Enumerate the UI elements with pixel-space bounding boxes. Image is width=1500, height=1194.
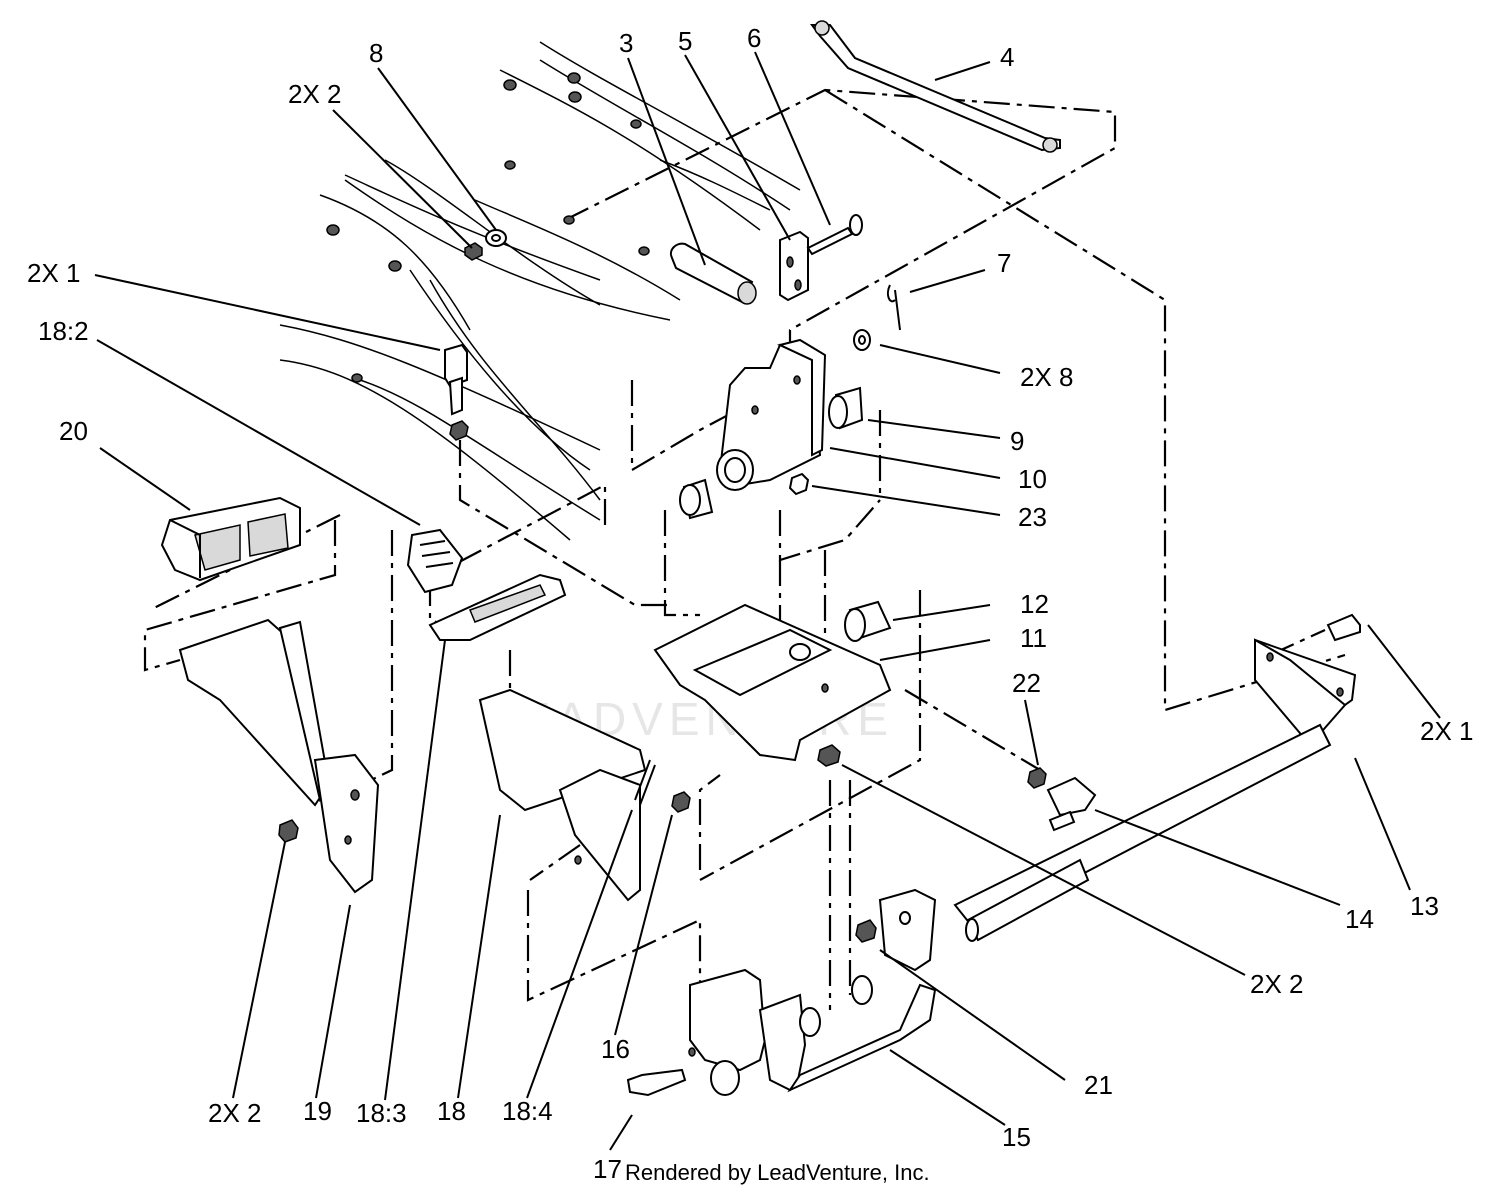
washer-part-8	[464, 229, 507, 261]
bolt-2x1-top	[444, 343, 469, 441]
bushing-part-9	[828, 386, 864, 430]
lower-bracket-part-15	[688, 888, 937, 1096]
pivot-plate-part-11	[653, 603, 892, 762]
bushing-part-12	[844, 600, 892, 642]
label-18-2: 18:2	[38, 316, 89, 346]
bracket-part-5	[779, 230, 809, 302]
nut-part-23	[788, 472, 810, 496]
label-15: 15	[1002, 1122, 1031, 1152]
label-18-3: 18:3	[356, 1098, 407, 1128]
label-16: 16	[601, 1034, 630, 1064]
label-17: 17	[593, 1154, 622, 1184]
label-2x2-top: 2X 2	[288, 79, 342, 109]
footer-credit: Rendered by LeadVenture, Inc.	[625, 1160, 930, 1185]
label-22: 22	[1012, 668, 1041, 698]
label-11: 11	[1020, 623, 1047, 653]
pedal-arm-part-18	[478, 688, 647, 902]
cross-shaft-part-13	[953, 613, 1361, 932]
nut-part-21	[855, 919, 877, 943]
label-8: 8	[369, 38, 383, 68]
label-18: 18	[437, 1096, 466, 1126]
frame-nuts	[326, 72, 650, 383]
brake-pedal-part-19	[178, 618, 380, 894]
pedal-pad-part-18-2	[406, 528, 464, 594]
label-10: 10	[1018, 464, 1047, 494]
ball-joint-part-14	[1027, 767, 1097, 832]
nut-part-16	[671, 791, 691, 813]
label-9: 9	[1010, 426, 1024, 456]
bolt-part-17	[626, 1068, 687, 1097]
label-7: 7	[997, 248, 1011, 278]
nut-2x2-mid	[817, 744, 841, 767]
label-21: 21	[1084, 1070, 1113, 1100]
label-5: 5	[678, 26, 692, 56]
rod-part-4	[810, 20, 1061, 153]
shaft-tube-lower	[965, 858, 1090, 942]
label-3: 3	[619, 28, 633, 58]
label-2x2-mid: 2X 2	[1250, 969, 1304, 999]
label-18-4: 18:4	[502, 1096, 553, 1126]
label-2x2-bottom: 2X 2	[208, 1098, 262, 1128]
cotter-pin-part-7	[886, 284, 901, 331]
pedal-cover-part-18-3	[428, 573, 567, 641]
label-20: 20	[59, 416, 88, 446]
label-2x1-top: 2X 1	[27, 258, 81, 288]
label-14: 14	[1345, 904, 1374, 934]
callout-labels: 2X 2 8 3 5 6 4 7 2X 1 18:2 2X 8 9 10 23 …	[27, 23, 1474, 1184]
spring-pin-part-18-4	[634, 759, 656, 806]
label-6: 6	[747, 23, 761, 53]
label-12: 12	[1020, 589, 1049, 619]
bolt-part-6	[806, 214, 863, 256]
label-2x1-right: 2X 1	[1420, 716, 1474, 746]
pivot-pin-part-3	[670, 242, 757, 305]
washer-2x8	[853, 329, 871, 351]
pivot-bracket-part-10	[716, 338, 827, 491]
label-23: 23	[1018, 502, 1047, 532]
label-19: 19	[303, 1096, 332, 1126]
label-13: 13	[1410, 891, 1439, 921]
bushing-left	[679, 478, 714, 520]
leader-lines	[94, 51, 1441, 1151]
alignment-lines	[143, 88, 1346, 1010]
label-2x8: 2X 8	[1020, 362, 1074, 392]
pedal-pad-part-20	[160, 496, 301, 582]
label-4: 4	[1000, 42, 1014, 72]
